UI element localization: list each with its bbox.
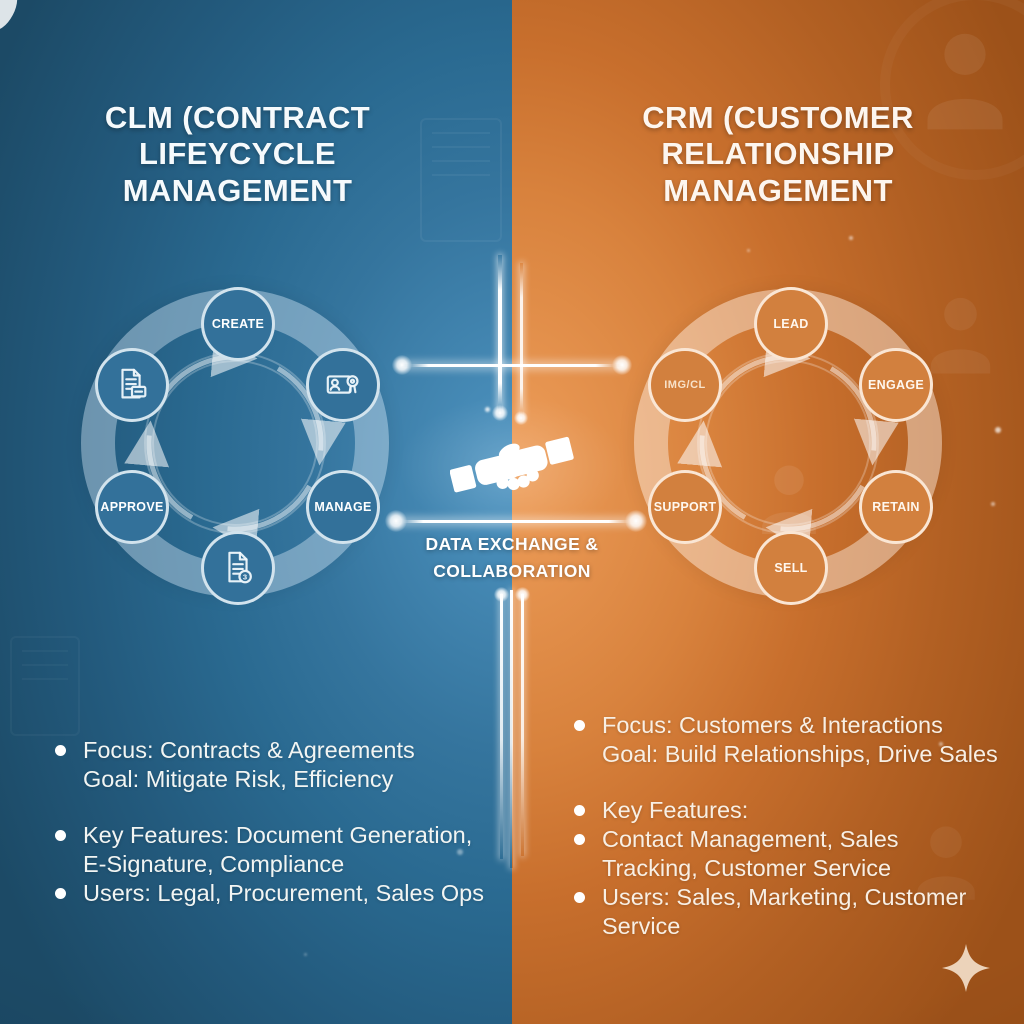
crm-node-support: SUPPORT — [648, 470, 722, 544]
list-item: Key Features: Document Generation, E-Sig… — [55, 821, 490, 879]
bullet-dot — [55, 888, 66, 899]
node-label: SUPPORT — [653, 500, 717, 514]
sparkle-dot — [849, 236, 853, 240]
clm-title: CLM (CONTRACT LIFEYCYCLE MANAGEMENT — [104, 100, 371, 208]
bullet-dot — [55, 830, 66, 841]
sparkle-dot — [485, 407, 490, 412]
node-label: APPROVE — [100, 500, 164, 514]
node-label: MANAGE — [314, 500, 372, 514]
clm-node-manage: MANAGE — [306, 470, 380, 544]
document-badge-icon: 3 — [228, 551, 252, 584]
crm-node-lead: LEAD — [754, 287, 828, 361]
bullet-dot — [574, 805, 585, 816]
list-item: Focus: Customers & Interactions Goal: Bu… — [574, 711, 1014, 769]
node-label: ENGAGE — [868, 378, 924, 392]
crm-node-misc: IMG/CL — [648, 348, 722, 422]
clm-details-list: Focus: Contracts & Agreements Goal: Miti… — [55, 736, 490, 908]
sparkle-dot — [747, 249, 750, 252]
sparkle-star-icon — [942, 944, 990, 992]
list-item-text: Key Features: Document Generation, E-Sig… — [83, 822, 473, 877]
handshake-icon — [450, 436, 574, 493]
clm-node-approve: APPROVE — [95, 470, 169, 544]
crm-node-sell: SELL — [754, 531, 828, 605]
sparkle-dot — [995, 427, 1001, 433]
crm-title: CRM (CUSTOMER RELATIONSHIP MANAGEMENT — [642, 100, 914, 208]
list-item: Focus: Contracts & Agreements Goal: Miti… — [55, 736, 490, 794]
id-card-stamp-icon — [326, 375, 359, 394]
bullet-dot — [55, 745, 66, 756]
node-label: RETAIN — [872, 500, 920, 514]
list-item-text: Key Features: — [602, 797, 749, 823]
node-label: CREATE — [211, 317, 265, 331]
list-item: Key Features: — [574, 796, 1014, 825]
sparkle-dot — [991, 502, 995, 506]
node-label: LEAD — [773, 317, 809, 331]
svg-text:3: 3 — [243, 572, 248, 581]
list-item-text: Contact Management, Sales Tracking, Cust… — [602, 826, 899, 881]
crm-node-engage: ENGAGE — [859, 348, 933, 422]
center-connection-label: DATA EXCHANGE & COLLABORATION — [425, 534, 599, 582]
list-item-text: Users: Legal, Procurement, Sales Ops — [83, 880, 484, 906]
crm-node-retain: RETAIN — [859, 470, 933, 544]
list-item: Contact Management, Sales Tracking, Cust… — [574, 825, 1014, 883]
list-item: Users: Legal, Procurement, Sales Ops — [55, 879, 490, 908]
list-item-text: Focus: Customers & Interactions Goal: Bu… — [602, 712, 998, 767]
bullet-dot — [574, 720, 585, 731]
list-item: Users: Sales, Marketing, Customer Servic… — [574, 883, 1014, 941]
crm-cycle-diagram: LEAD ENGAGE RETAIN SELL SUPPORT IMG/CL — [631, 286, 945, 605]
ghost-document — [10, 636, 80, 736]
sparkle-dot — [457, 849, 463, 855]
crm-details-list: Focus: Customers & Interactions Goal: Bu… — [574, 711, 1014, 941]
node-label: SELL — [774, 561, 808, 575]
clm-node-draft — [95, 348, 169, 422]
clm-node-sign — [306, 348, 380, 422]
sparkle-dot — [939, 742, 943, 746]
clm-node-create: CREATE — [201, 287, 275, 361]
list-item-text: Users: Sales, Marketing, Customer Servic… — [602, 884, 967, 939]
document-card-icon — [121, 368, 147, 399]
bullet-dot — [574, 834, 585, 845]
ghost-document — [420, 118, 502, 242]
bullet-dot — [574, 892, 585, 903]
clm-node-track: 3 — [201, 531, 275, 605]
clm-cycle-diagram: CREATE MANAGE 3 APPROVE — [78, 286, 392, 605]
sparkle-dot — [304, 953, 307, 956]
list-item-text: Focus: Contracts & Agreements Goal: Miti… — [83, 737, 415, 792]
node-label: IMG/CL — [664, 379, 706, 391]
